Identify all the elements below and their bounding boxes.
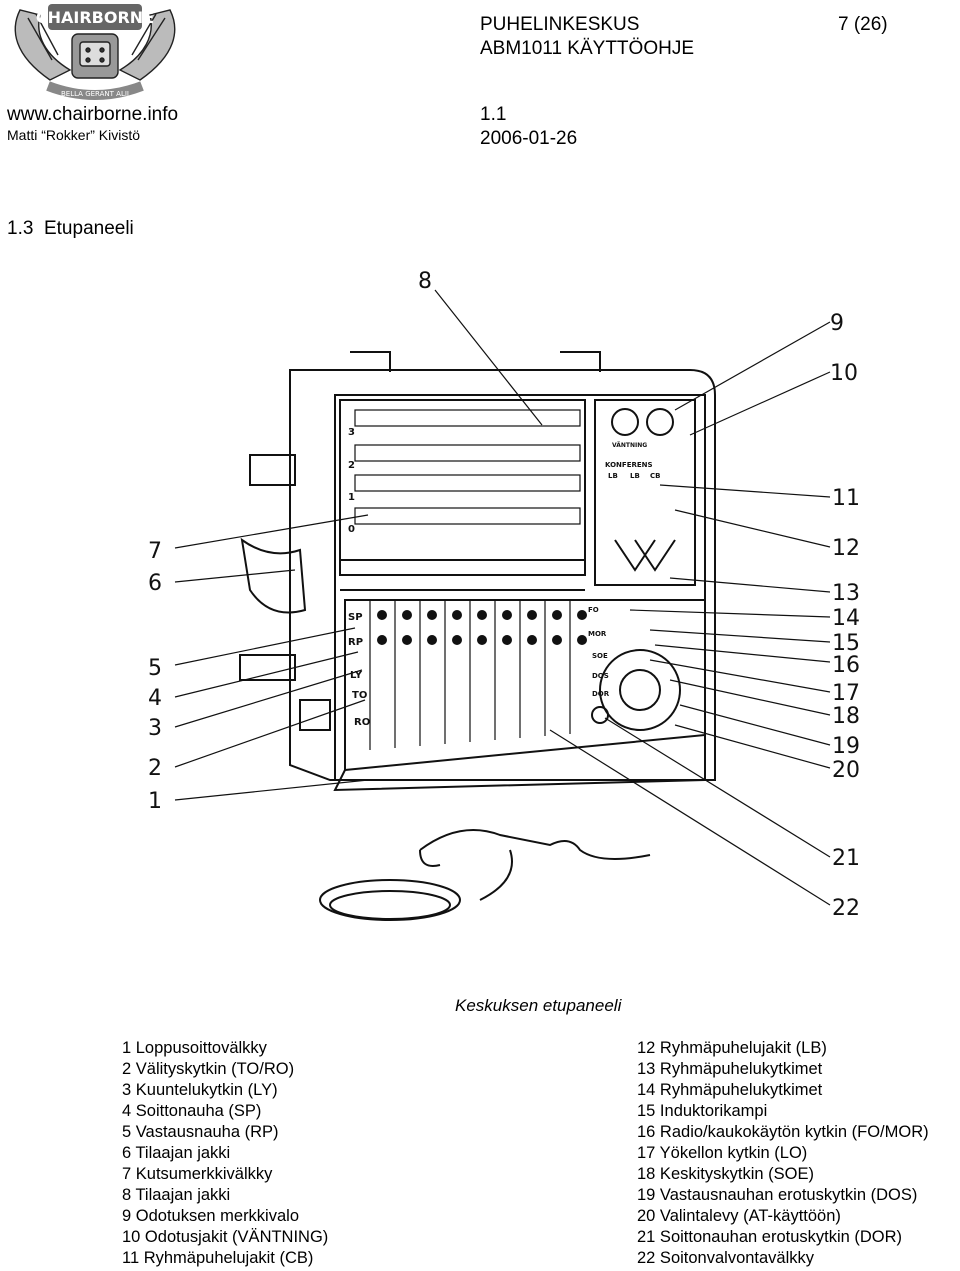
callout-22: 22 (832, 896, 860, 921)
callout-12: 12 (832, 536, 860, 561)
section-heading: 1.3 Etupaneeli (7, 218, 134, 240)
label-lb-1: LB (608, 472, 618, 480)
front-panel-diagram: 3 2 1 0 SP RP LY TO RO KONFERENS LB LB C… (148, 269, 860, 921)
doc-title: PUHELINKESKUS (480, 14, 640, 35)
label-konferens: KONFERENS (605, 461, 653, 469)
chairborne-logo: CHAIRBORNE BELLA GERANT ALII (14, 4, 176, 100)
label-mor: MOR (588, 630, 607, 638)
author-name: Matti “Rokker” Kivistö (7, 127, 141, 143)
legend-item: 20 Valintalevy (AT-käyttöön) (637, 1207, 841, 1225)
label-dor: DOR (592, 690, 610, 698)
callout-18: 18 (832, 704, 860, 729)
legend-item: 1 Loppusoittovälkky (122, 1039, 267, 1057)
legend-item: 12 Ryhmäpuhelujakit (LB) (637, 1039, 827, 1057)
callout-3: 3 (148, 716, 162, 741)
legend-item: 22 Soitonvalvontavälkky (637, 1249, 815, 1267)
figure-caption: Keskuksen etupaneeli (455, 996, 622, 1015)
label-soe: SOE (592, 652, 608, 660)
legend-item: 6 Tilaajan jakki (122, 1144, 231, 1162)
logo-text: CHAIRBORNE (36, 8, 154, 27)
row-label-3: 3 (348, 427, 355, 438)
legend-item: 15 Induktorikampi (637, 1102, 768, 1120)
callout-11: 11 (832, 486, 860, 511)
callout-10: 10 (830, 361, 858, 386)
legend-item: 11 Ryhmäpuhelujakit (CB) (122, 1249, 314, 1267)
legend-item: 13 Ryhmäpuhelukytkimet (637, 1060, 823, 1078)
doc-subtitle: ABM1011 KÄYTTÖOHJE (480, 38, 694, 59)
legend-item: 14 Ryhmäpuhelukytkimet (637, 1081, 823, 1099)
legend-item: 5 Vastausnauha (RP) (122, 1123, 279, 1141)
callout-13: 13 (832, 581, 860, 606)
callout-7: 7 (148, 539, 162, 564)
row-label-1: 1 (348, 492, 355, 503)
legend-item: 3 Kuuntelukytkin (LY) (122, 1081, 278, 1099)
callout-16: 16 (832, 653, 860, 678)
doc-date: 2006-01-26 (480, 128, 578, 149)
callout-2: 2 (148, 756, 162, 781)
row-label-2: 2 (348, 460, 355, 471)
label-dos: DOS (592, 672, 609, 680)
callout-6: 6 (148, 571, 162, 596)
callout-5: 5 (148, 656, 162, 681)
callout-14: 14 (832, 606, 860, 631)
label-ro: RO (354, 717, 370, 728)
label-sp: SP (348, 612, 363, 623)
row-label-0: 0 (348, 524, 355, 535)
callout-9: 9 (830, 311, 844, 336)
callout-4: 4 (148, 686, 162, 711)
label-to: TO (352, 690, 367, 701)
callout-1: 1 (148, 789, 162, 814)
legend-item: 4 Soittonauha (SP) (122, 1102, 262, 1120)
legend-item: 21 Soittonauhan erotuskytkin (DOR) (637, 1228, 903, 1246)
callout-20: 20 (832, 758, 860, 783)
label-ly: LY (350, 670, 363, 681)
doc-version: 1.1 (480, 104, 507, 125)
label-rp: RP (348, 637, 363, 648)
section-title: Etupaneeli (43, 218, 134, 239)
callout-19: 19 (832, 734, 860, 759)
legend-item: 16 Radio/kaukokäytön kytkin (FO/MOR) (637, 1123, 929, 1141)
section-number: 1.3 (7, 218, 34, 239)
callout-17: 17 (832, 681, 860, 706)
legend-item: 9 Odotuksen merkkivalo (122, 1207, 299, 1225)
label-cb: CB (650, 472, 660, 480)
callout-15: 15 (832, 631, 860, 656)
legend-item: 17 Yökellon kytkin (LO) (637, 1144, 808, 1162)
label-fo: FO (588, 606, 599, 614)
label-lb-2: LB (630, 472, 640, 480)
callout-21: 21 (832, 846, 860, 871)
page-number: 7 (26) (838, 14, 888, 35)
label-ventning: VÄNTNING (612, 442, 647, 449)
legend-item: 10 Odotusjakit (VÄNTNING) (122, 1228, 329, 1246)
website-link[interactable]: www.chairborne.info (7, 104, 179, 125)
legend-item: 2 Välityskytkin (TO/RO) (122, 1060, 295, 1078)
legend-left: 1 Loppusoittovälkky 2 Välityskytkin (TO/… (122, 1038, 328, 1269)
legend-item: 8 Tilaajan jakki (122, 1186, 231, 1204)
legend-item: 18 Keskityskytkin (SOE) (637, 1165, 814, 1183)
legend-item: 7 Kutsumerkkivälkky (122, 1165, 273, 1183)
logo-subtext: BELLA GERANT ALII (61, 90, 129, 98)
legend-item: 19 Vastausnauhan erotuskytkin (DOS) (637, 1186, 918, 1204)
callout-8: 8 (418, 269, 432, 294)
legend-right: 12 Ryhmäpuhelujakit (LB) 13 Ryhmäpuheluk… (637, 1038, 929, 1269)
